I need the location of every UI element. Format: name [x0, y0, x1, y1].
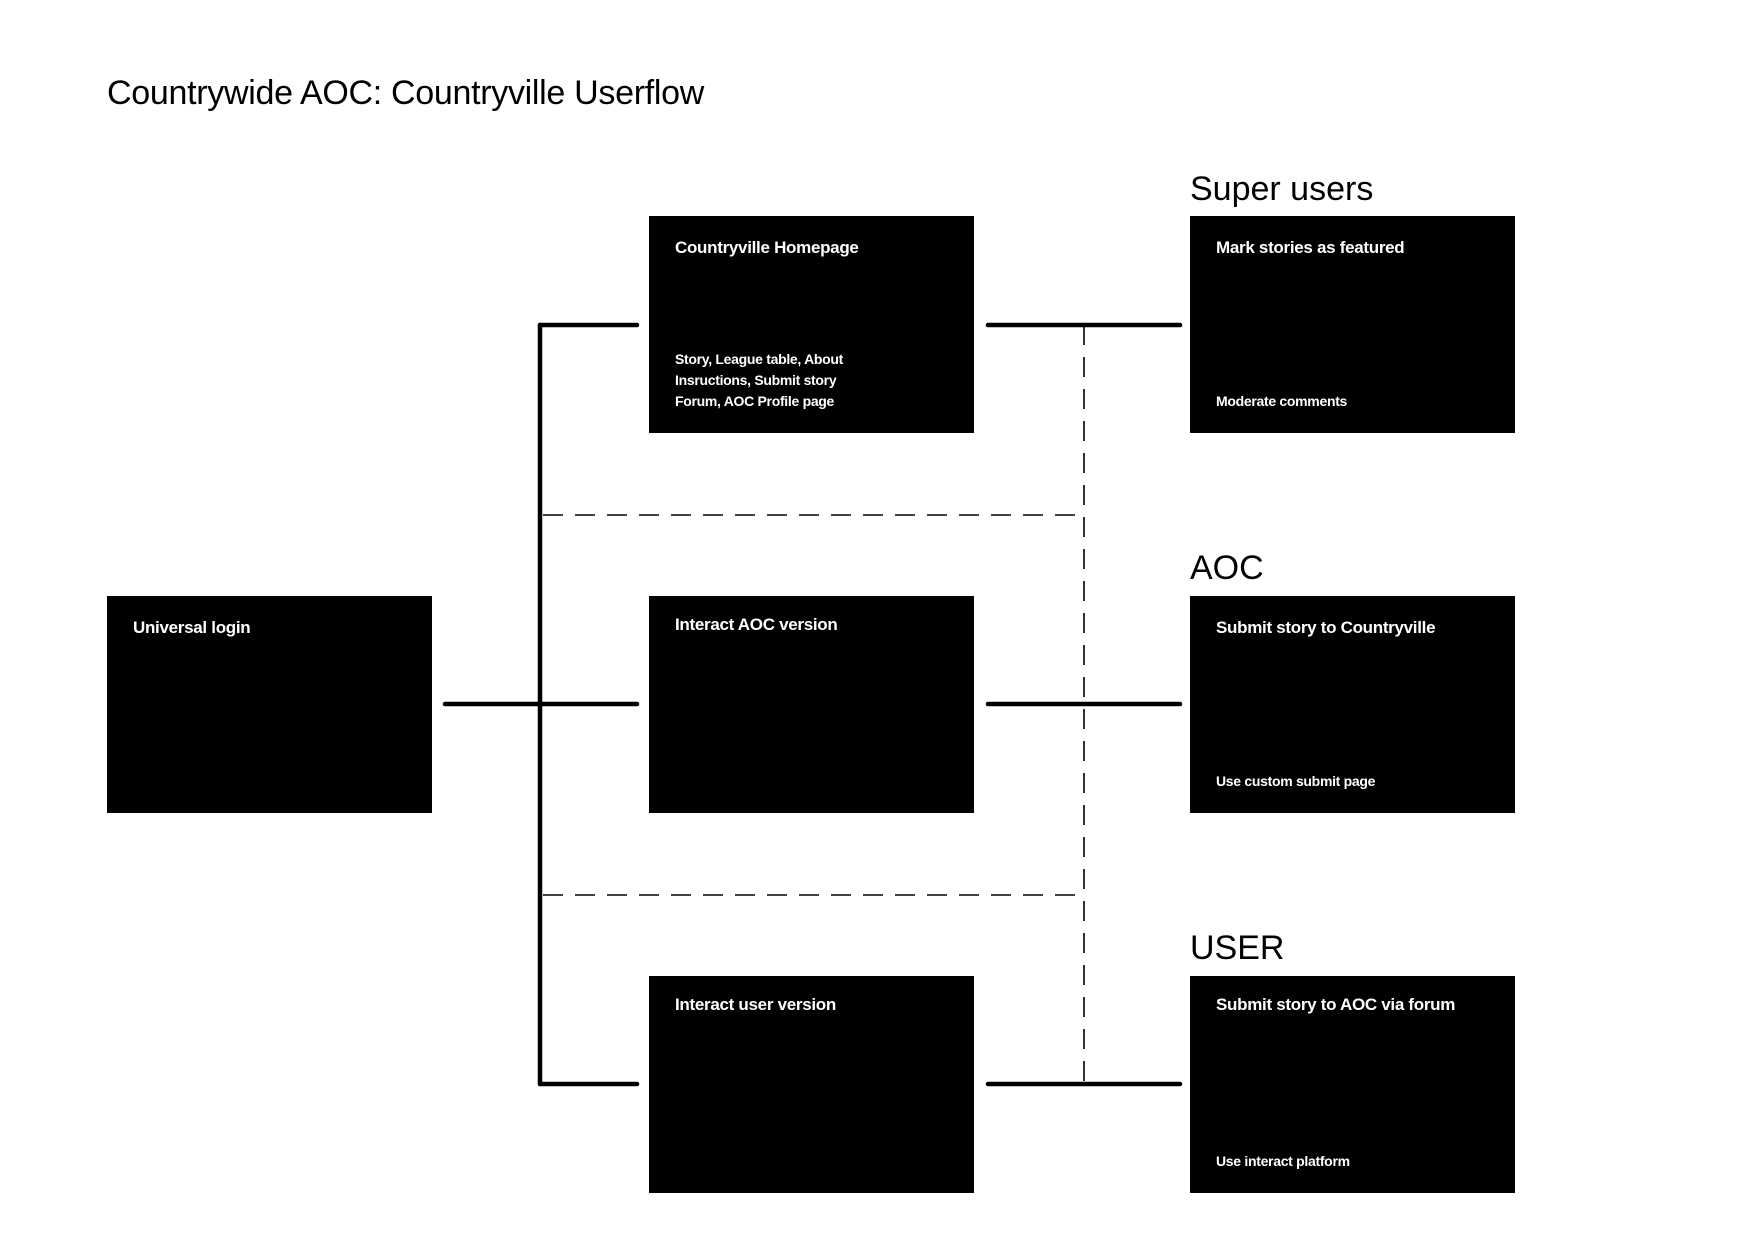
group-label-user: USER [1190, 929, 1285, 967]
node-user-title: Submit story to AOC via forum [1216, 995, 1456, 1014]
node-super-users-detail: Moderate comments [1216, 393, 1348, 409]
node-aoc-title: Submit story to Countryville [1216, 618, 1436, 637]
node-homepage-detail-line-1: Story, League table, About [675, 351, 843, 367]
node-aoc-version-title: Interact AOC version [675, 615, 838, 634]
node-interact-user-version: Interact user version [649, 976, 974, 1193]
node-homepage-detail-line-3: Forum, AOC Profile page [675, 393, 835, 409]
node-user: Submit story to AOC via forum Use intera… [1190, 976, 1515, 1193]
node-interact-aoc-version: Interact AOC version [649, 596, 974, 813]
node-super-users-title: Mark stories as featured [1216, 238, 1405, 257]
node-homepage-detail-line-2: Insructions, Submit story [675, 372, 837, 388]
group-label-aoc: AOC [1190, 549, 1264, 587]
node-countryville-homepage: Countryville Homepage Story, League tabl… [649, 216, 974, 433]
node-super-users: Mark stories as featured Moderate commen… [1190, 216, 1515, 433]
node-universal-login-title: Universal login [133, 618, 251, 637]
node-homepage-title: Countryville Homepage [675, 238, 859, 257]
group-label-super-users: Super users [1190, 170, 1374, 208]
node-aoc: Submit story to Countryville Use custom … [1190, 596, 1515, 813]
node-homepage-details: Story, League table, About Insructions, … [675, 349, 843, 412]
node-universal-login: Universal login [107, 596, 432, 813]
node-aoc-detail: Use custom submit page [1216, 773, 1376, 789]
node-user-version-title: Interact user version [675, 995, 836, 1014]
node-user-detail: Use interact platform [1216, 1153, 1350, 1169]
page-title: Countrywide AOC: Countryville Userflow [107, 74, 705, 112]
